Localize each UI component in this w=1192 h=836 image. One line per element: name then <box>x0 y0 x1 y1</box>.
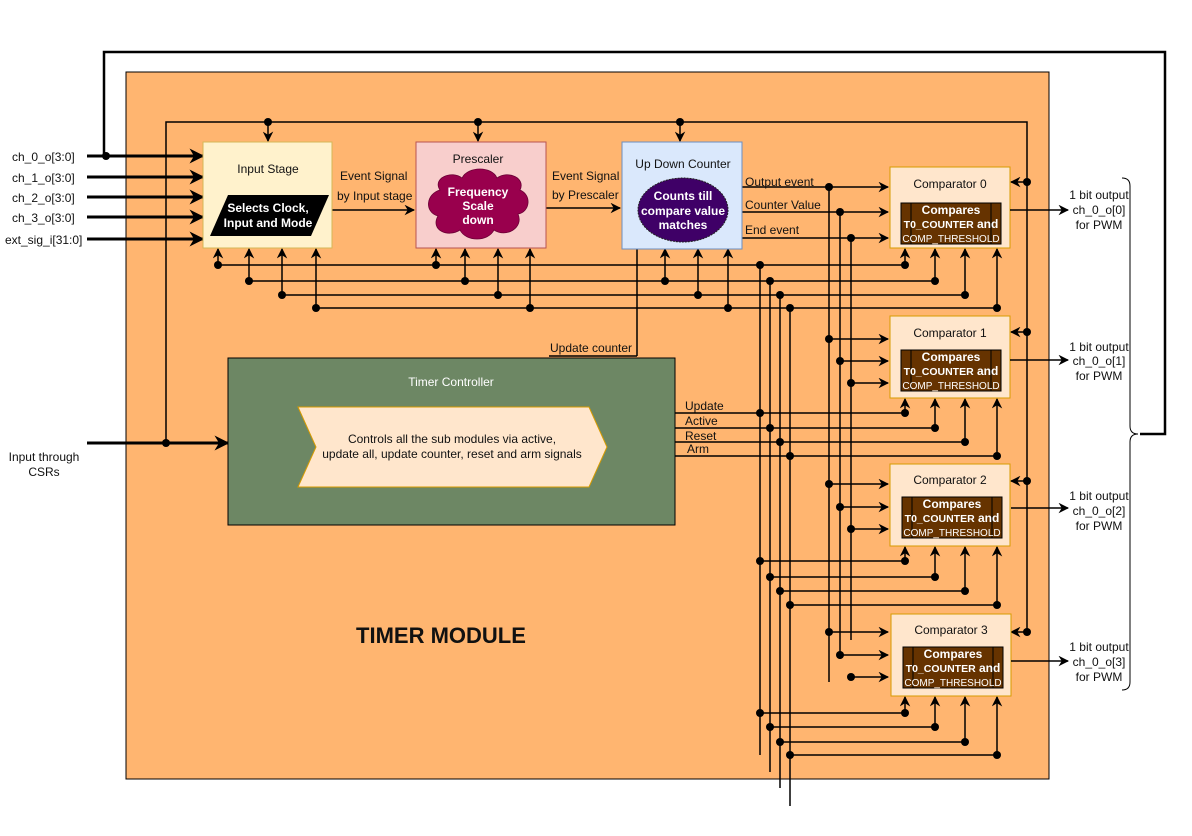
input-stage-desc-1: Selects Clock, <box>227 201 308 215</box>
output-0-line2: ch_0_o[0] <box>1073 203 1126 217</box>
comparator-2[interactable]: Comparator 2 Compares T0_COUNTER and COM… <box>889 463 1011 547</box>
comparator-0-inner-3: COMP_THRESHOLD <box>902 234 999 245</box>
signal-active-label: Active <box>685 414 718 428</box>
comparator-2-inner-3: COMP_THRESHOLD <box>903 528 1000 539</box>
update-counter-label: Update counter <box>550 341 632 355</box>
event-signal-2-line1: Event Signal <box>552 169 619 183</box>
prescaler-desc-2: Scale <box>462 199 494 213</box>
output-3-line2: ch_0_o[3] <box>1073 655 1126 669</box>
event-signal-1-line1: Event Signal <box>340 169 407 183</box>
comparator-3-title: Comparator 3 <box>914 623 988 637</box>
input-label-ch2: ch_2_o[3:0] <box>12 191 75 205</box>
comparator-3-inner-3: COMP_THRESHOLD <box>904 678 1001 689</box>
comparator-2-title: Comparator 2 <box>913 473 987 487</box>
counter-ellipse <box>637 177 729 243</box>
input-stage-title: Input Stage <box>237 162 299 176</box>
output-2-line1: 1 bit output <box>1069 489 1129 503</box>
signal-arm-label: Arm <box>687 442 709 456</box>
cloud-shape <box>428 168 529 240</box>
controller-desc-2: update all, update counter, reset and ar… <box>322 447 582 461</box>
up-down-counter-block[interactable]: Up Down Counter Counts till compare valu… <box>621 141 743 250</box>
controller-chevron <box>297 406 608 488</box>
output-1-line2: ch_0_o[1] <box>1073 354 1126 368</box>
comparator-1-inner-3: COMP_THRESHOLD <box>902 381 999 392</box>
input-stage-block[interactable]: Input Stage Selects Clock, Input and Mod… <box>202 141 333 249</box>
timer-controller-block[interactable]: Timer Controller Controls all the sub mo… <box>227 357 676 526</box>
comparator-2-inner-1: Compares <box>923 497 982 511</box>
signal-reset-label: Reset <box>685 429 717 443</box>
counter-desc-1: Counts till <box>654 189 713 203</box>
comparator-1[interactable]: Comparator 1 Compares T0_COUNTER and COM… <box>889 315 1011 399</box>
counter-output-bus <box>742 181 890 683</box>
comparator-0-inner-2: T0_COUNTER and <box>904 217 999 231</box>
comparator-3-inner-2: T0_COUNTER and <box>906 661 1001 675</box>
input-stage-parallelogram <box>210 195 329 236</box>
comparator-0[interactable]: Comparator 0 Compares T0_COUNTER and COM… <box>889 166 1011 249</box>
event-signal-1-line2: by Input stage <box>337 189 413 203</box>
output-1-line3: for PWM <box>1076 369 1123 383</box>
input-label-ch1: ch_1_o[3:0] <box>12 171 75 185</box>
counter-title: Up Down Counter <box>635 157 730 171</box>
input-stage-desc-2: Input and Mode <box>224 216 313 230</box>
comparator-3-inner-1: Compares <box>924 647 983 661</box>
prescaler-title: Prescaler <box>453 152 504 166</box>
comparator-bottom-taps <box>899 247 1003 759</box>
feedback-loop-line <box>102 50 1167 436</box>
comparator-0-inner-1: Compares <box>922 203 981 217</box>
output-2-line2: ch_0_o[2] <box>1073 504 1126 518</box>
module-title: TIMER MODULE <box>356 623 526 648</box>
csr-label-1: Input through <box>9 450 80 464</box>
bottom-taps <box>212 247 794 759</box>
label-end-event: End event <box>745 223 800 237</box>
event-signal-2-line2: by Prescaler <box>552 188 619 202</box>
signal-update-label: Update <box>685 399 724 413</box>
prescaler-block[interactable]: Prescaler Frequency Scale down <box>415 141 547 249</box>
comparator-0-title: Comparator 0 <box>913 177 987 191</box>
output-2-line3: for PWM <box>1076 519 1123 533</box>
output-0-line1: 1 bit output <box>1069 188 1129 202</box>
input-arrows <box>87 148 230 451</box>
counter-desc-3: matches <box>659 218 708 232</box>
controller-desc-1: Controls all the sub modules via active, <box>348 432 556 446</box>
input-label-ch3: ch_3_o[3:0] <box>12 211 75 225</box>
input-label-ext-sig: ext_sig_i[31:0] <box>5 233 82 247</box>
comparator-3[interactable]: Comparator 3 Compares T0_COUNTER and COM… <box>890 613 1012 697</box>
comparator-1-inner-1: Compares <box>922 350 981 364</box>
comparator-1-title: Comparator 1 <box>913 326 987 340</box>
label-output-event: Output event <box>745 175 814 189</box>
output-brace <box>1121 177 1139 691</box>
counter-desc-2: compare value <box>641 204 725 218</box>
comparator-1-inner-2: T0_COUNTER and <box>904 364 999 378</box>
input-label-ch0: ch_0_o[3:0] <box>12 150 75 164</box>
controller-title: Timer Controller <box>408 375 494 389</box>
prescaler-desc-3: down <box>462 213 493 227</box>
output-0-line3: for PWM <box>1076 218 1123 232</box>
prescaler-desc-1: Frequency <box>448 185 509 199</box>
csr-label-2: CSRs <box>28 465 59 479</box>
output-1-line1: 1 bit output <box>1069 340 1129 354</box>
label-counter-value: Counter Value <box>745 198 821 212</box>
comparator-2-inner-2: T0_COUNTER and <box>905 511 1000 525</box>
output-3-line1: 1 bit output <box>1069 640 1129 654</box>
top-control-bus <box>165 121 1028 632</box>
output-3-line3: for PWM <box>1076 670 1123 684</box>
